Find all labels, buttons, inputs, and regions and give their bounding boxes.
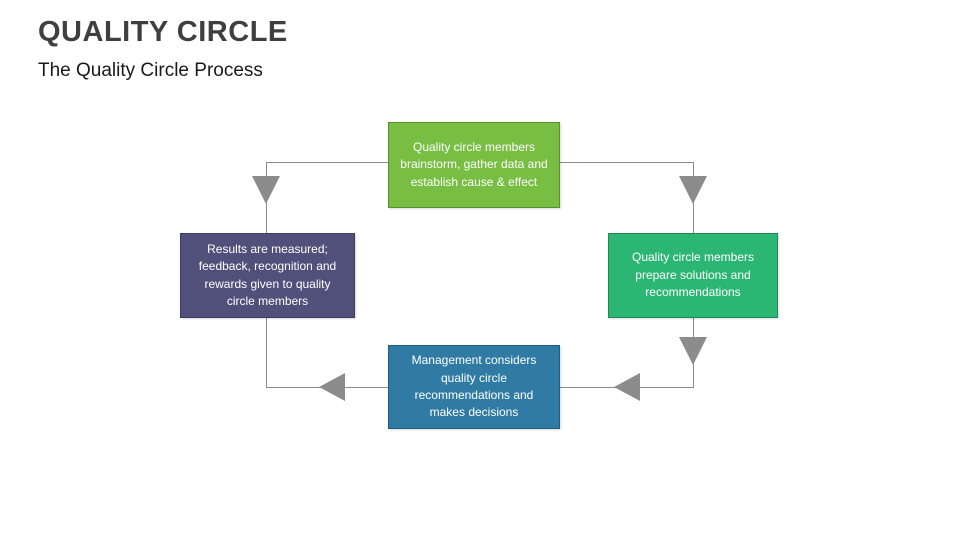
process-box-brainstorm-label: Quality circle members brainstorm, gathe…: [400, 139, 548, 189]
arrow-left-icon: [614, 373, 640, 401]
arrow-down-icon: [252, 176, 280, 204]
process-box-brainstorm: Quality circle members brainstorm, gathe…: [388, 122, 560, 208]
process-box-solutions-label: Quality circle members prepare solutions…: [631, 250, 755, 300]
page-title: QUALITY CIRCLE: [38, 16, 288, 48]
process-box-solutions: Quality circle members prepare solutions…: [608, 233, 778, 318]
page-subtitle: The Quality Circle Process: [38, 60, 263, 81]
process-box-results-label: Results are measured; feedback, recognit…: [198, 241, 337, 308]
arrow-left-icon: [319, 373, 345, 401]
process-box-results: Results are measured; feedback, recognit…: [180, 233, 355, 318]
connector-line-top-right: [560, 162, 694, 163]
connector-line-left-lower: [266, 318, 267, 388]
process-box-management: Management considers quality circle reco…: [388, 345, 560, 429]
arrow-down-icon: [679, 337, 707, 365]
connector-line-top-left: [266, 162, 388, 163]
process-box-management-label: Management considers quality circle reco…: [411, 353, 537, 420]
arrow-down-icon: [679, 176, 707, 204]
